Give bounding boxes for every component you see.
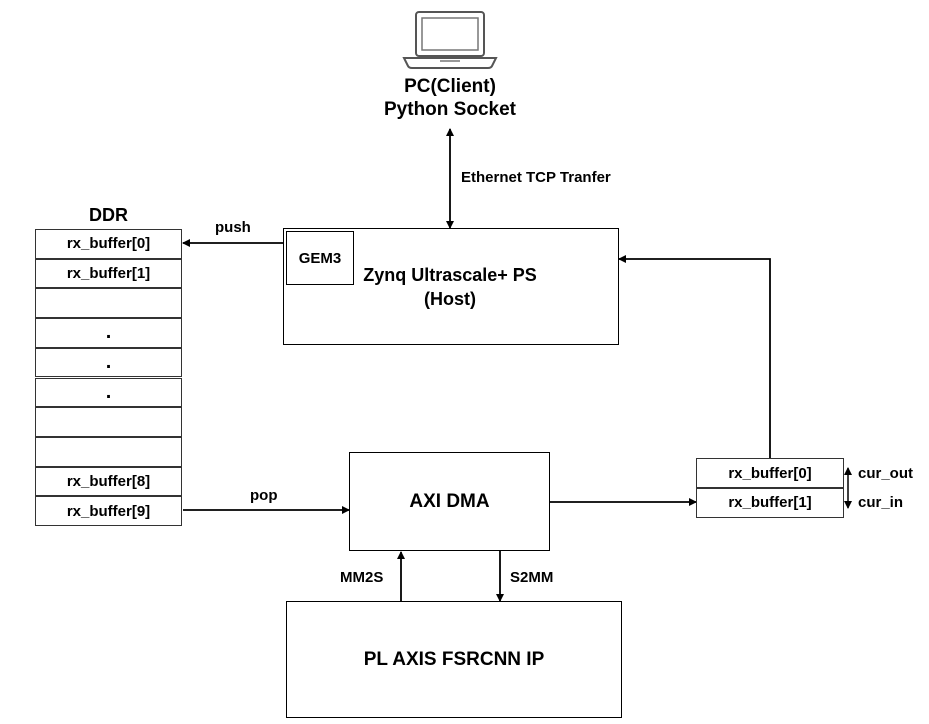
zynq-title: Zynq Ultrascale+ PS <box>363 265 537 285</box>
ddr-cell: . <box>35 347 182 378</box>
pop-label: pop <box>250 487 278 504</box>
cur-in-label: cur_in <box>858 494 904 511</box>
push-label: push <box>215 219 251 236</box>
pingpong-cell: rx_buffer[0] <box>696 458 844 488</box>
ddr-cell: rx_buffer[1] <box>35 258 182 289</box>
ddr-cell: rx_buffer[9] <box>35 496 182 526</box>
ddr-cell: . <box>35 377 182 408</box>
axi-dma-block: AXI DMA <box>349 452 550 551</box>
buffer-to-ps-arrow <box>618 255 771 458</box>
laptop-icon <box>402 11 498 69</box>
gem3-label: GEM3 <box>298 249 342 267</box>
s2mm-label: S2MM <box>510 569 554 586</box>
zynq-host-label: (Host) <box>424 289 476 309</box>
pl-fsrcnn-block: PL AXIS FSRCNN IP <box>286 601 622 718</box>
pl-fsrcnn-label: PL AXIS FSRCNN IP <box>363 648 545 670</box>
ethernet-label: Ethernet TCP Tranfer <box>461 169 611 186</box>
ddr-cell: rx_buffer[0] <box>35 229 182 259</box>
pingpong-cell: rx_buffer[1] <box>696 487 844 518</box>
ddr-cell <box>35 407 182 437</box>
python-socket-label: Python Socket <box>384 99 516 120</box>
axi-dma-label: AXI DMA <box>409 490 490 512</box>
ddr-cell <box>35 436 182 467</box>
ddr-cell <box>35 288 182 319</box>
mm2s-label: MM2S <box>340 569 384 586</box>
ddr-cell: . <box>35 318 182 348</box>
zynq-ps-block: GEM3 Zynq Ultrascale+ PS (Host) <box>283 228 619 345</box>
gem3-block: GEM3 <box>286 231 354 285</box>
pc-client-label: PC(Client) <box>404 76 496 97</box>
cur-out-label: cur_out <box>858 465 914 482</box>
ddr-title: DDR <box>89 205 128 225</box>
ddr-cell: rx_buffer[8] <box>35 466 182 497</box>
